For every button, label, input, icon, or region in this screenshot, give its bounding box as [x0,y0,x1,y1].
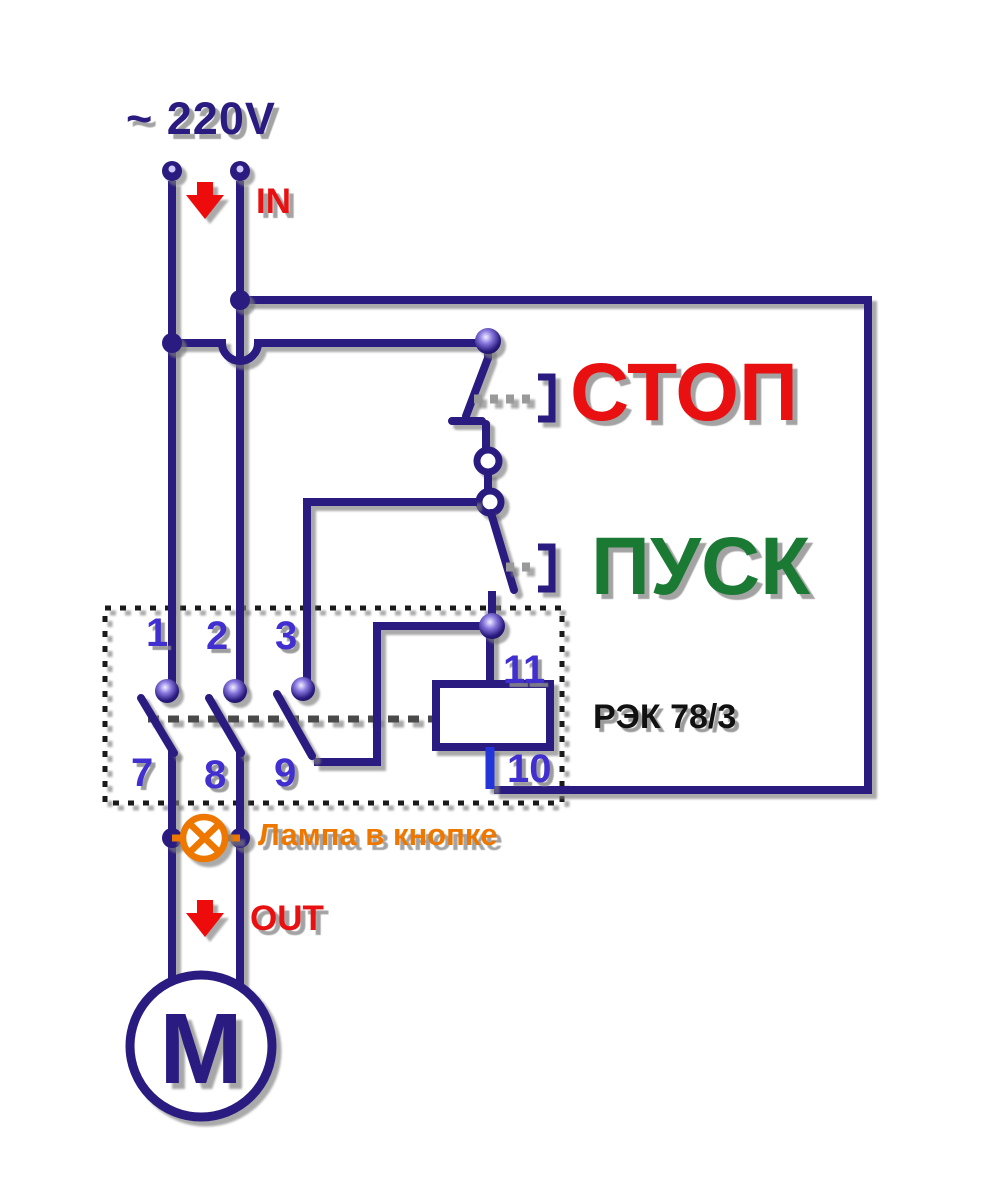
out-arrow-icon [186,900,224,937]
relay-coil-box [432,680,554,751]
relay-model-label: РЭК 78/3 [593,698,737,736]
stop-upper-terminal-ball [475,328,501,354]
wire-outer-loop [240,296,872,794]
contact-1-ball [155,679,179,703]
lamp-cross-icon [187,821,222,855]
wire-self-latch [314,622,490,766]
stop-button-lever [448,346,492,454]
stop-button-label: СТОП [570,347,798,438]
terminal-number-1: 1 [146,611,169,655]
junction-dot-in [230,290,250,310]
wire-stop-feed-with-hop [172,339,479,365]
stop-lower-terminal-ring [473,446,503,476]
terminal-number-9: 9 [274,751,297,795]
contact-2-ball [223,679,247,703]
start-button-label: ПУСК [591,521,811,612]
contact-3-ball [291,677,315,701]
out-label: OUT [250,899,324,938]
contactor-dashed-box [102,605,565,806]
terminal-number-7: 7 [131,751,154,795]
wire-aux-contact-feed [303,498,477,682]
motor-letter: M [159,993,243,1105]
contact-1-7-lever [137,694,178,757]
supply-terminal-left-hole [168,165,176,173]
supply-terminal-right-hole [236,165,244,173]
terminal-number-10: 10 [507,747,552,791]
stop-actuator-bracket-icon [538,373,556,423]
terminal-number-2: 2 [206,614,229,658]
start-actuator-bracket-icon [538,543,556,593]
in-arrow-icon [186,182,224,219]
in-label: IN [256,182,291,221]
lamp-label: Лампа в кнопке [258,817,498,852]
coil-node-ball [479,613,505,639]
terminal-number-11: 11 [503,648,546,692]
contact-2-8-lever [205,694,245,757]
supply-voltage-label: ~ 220V [126,93,276,144]
terminal-number-3: 3 [275,614,298,658]
motor-circle [125,970,277,1122]
terminal-number-8: 8 [204,753,227,797]
junction-dot-stop-feed [162,333,182,353]
contact-3-9-lever [273,690,316,760]
start-button-lever [487,509,518,594]
